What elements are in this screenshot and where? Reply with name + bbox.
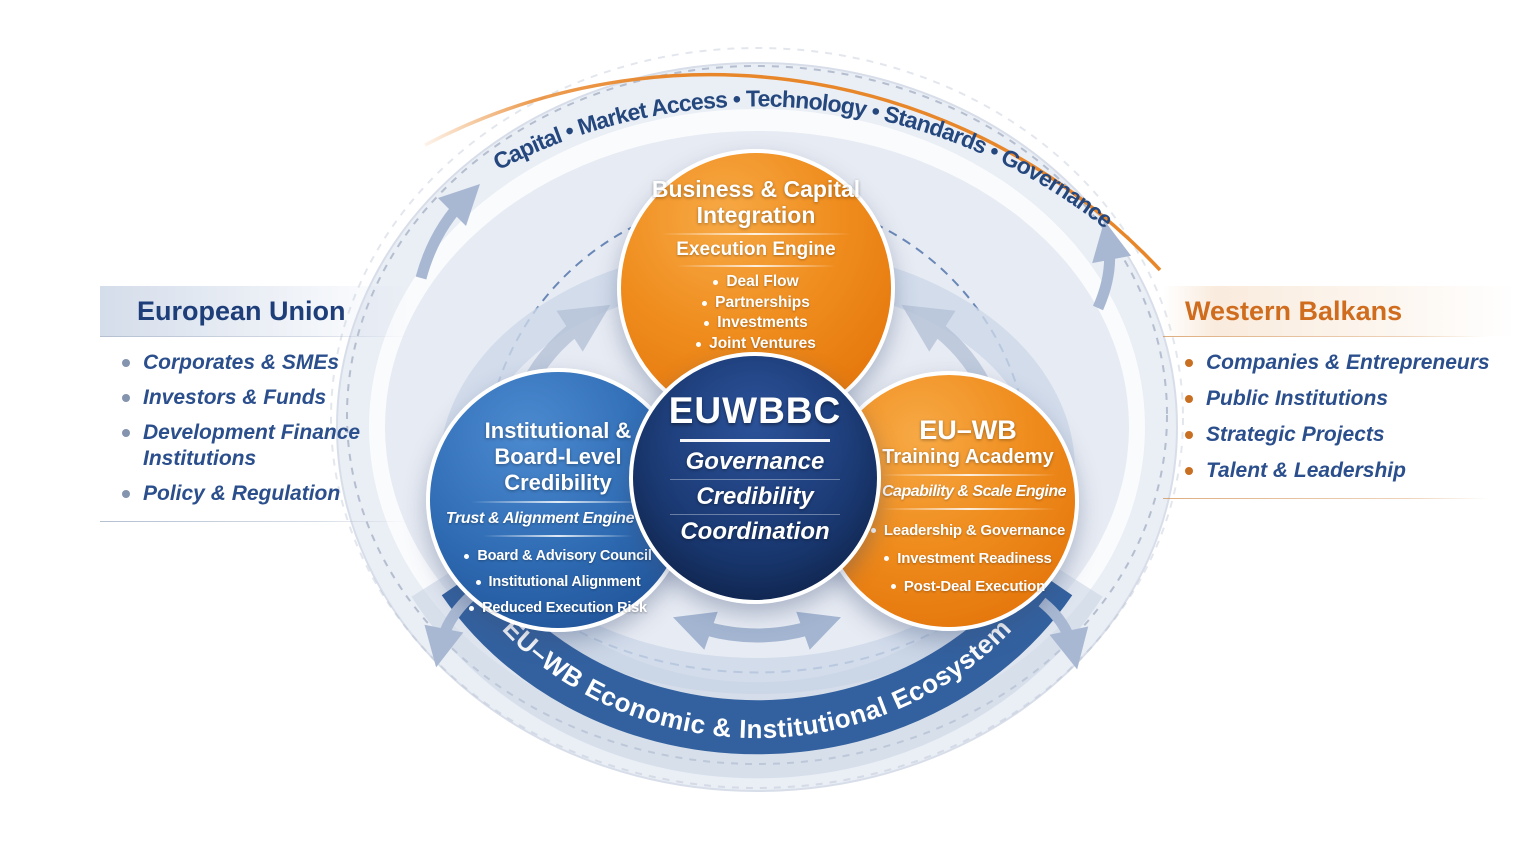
circle-engine-label: Execution Engine [676,239,836,260]
european-union-panel: European Union Corporates & SMEs Investo… [100,286,410,522]
center-line: Coordination [680,517,830,545]
bullet-item: Partnerships [621,293,891,314]
circle-bullets: Deal Flow Partnerships Investments Joint… [621,272,891,354]
bullet-dot [696,341,702,347]
circle-title-line: Integration [696,202,816,228]
list-item: Talent & Leadership [1185,458,1516,484]
ring-arrow-bottom-right [1038,597,1089,670]
bullet-dot [1185,467,1193,475]
bullet-item: Reduced Execution Risk [430,598,686,618]
bullet-item: Investment Readiness [861,548,1075,569]
ring-arrow-top-left [415,183,480,280]
exchange-arrow [672,611,842,650]
bullet-dot [475,580,481,585]
circle-title-line: Business & Capital [651,176,861,202]
bullet-dot [122,490,130,498]
western-balkans-list: Companies & Entrepreneurs Public Institu… [1163,350,1516,484]
bullet-item: Leadership & Governance [861,520,1075,541]
western-balkans-title: Western Balkans [1185,295,1403,326]
bullet-item: Post-Deal Execution [861,576,1075,597]
circle-title-line: Credibility [504,470,612,495]
list-item: Corporates & SMEs [122,350,410,376]
bullet-dot [713,280,719,285]
list-item: Public Institutions [1185,386,1516,412]
divider-line [100,521,410,522]
bullet-dot [122,429,130,437]
circle-title-line: Board-Level [494,444,622,469]
bullet-dot [870,528,876,533]
bullet-item: Board & Advisory Council [430,546,686,566]
western-balkans-panel: Western Balkans Companies & Entrepreneur… [1163,286,1516,499]
european-union-list: Corporates & SMEs Investors & Funds Deve… [100,350,410,507]
bullet-dot [890,584,896,589]
bottom-band [441,564,1073,755]
ring-arrow-right [1092,220,1132,311]
divider-line [670,513,840,515]
circle-engine-label: Trust & Alignment Engine [445,510,635,527]
circle-bullets: Leadership & Governance Investment Readi… [861,520,1075,597]
divider-line [1163,336,1516,337]
western-balkans-header: Western Balkans [1163,286,1516,336]
center-line: Governance [685,447,825,475]
circle-title-line: Training Academy [882,446,1054,468]
list-item: Policy & Regulation [122,481,410,507]
bullet-dot [702,300,708,306]
bullet-dot [122,359,130,367]
center-line: Credibility [696,482,814,510]
divider-line [880,474,1056,476]
bullet-dot [1185,395,1193,403]
divider-line [880,508,1056,510]
outer-dashed-ellipse [346,65,1168,765]
divider-line [470,501,646,503]
divider-line [1163,498,1516,499]
bullet-dot [469,606,475,611]
divider-line [676,265,836,267]
bullet-item: Deal Flow [621,272,891,293]
bullet-dot [704,321,710,326]
bullet-dot [884,556,890,561]
circle-engine-label: Capability & Scale Engine [882,483,1067,500]
divider-line [680,439,830,442]
list-item: Investors & Funds [122,385,410,411]
circle-euwbbc-center: EUWBBC Governance Credibility Coordinati… [629,352,881,604]
circle-title-line: EU–WB [919,415,1017,445]
list-item: Companies & Entrepreneurs [1185,350,1516,376]
divider-line [670,478,840,480]
list-item: Development Finance Institutions [122,420,410,472]
orange-outer-arc [424,73,1162,272]
bullet-dot [464,554,470,559]
divider-line [100,336,410,337]
divider-line [483,535,633,537]
circle-bullets: Board & Advisory Council Institutional A… [430,546,686,618]
bullet-item: Institutional Alignment [430,572,686,592]
outermost-dashed-ellipse [330,47,1184,789]
bullet-dot [1185,359,1193,367]
divider-line [661,233,851,235]
bullet-item: Joint Ventures [621,334,891,355]
european-union-header: European Union [100,286,410,336]
ring-arrow-bottom-left [424,590,476,668]
euwbbc-title: EUWBBC [668,390,842,431]
bullet-dot [1185,431,1193,439]
european-union-title: European Union [137,295,346,326]
list-item: Strategic Projects [1185,422,1516,448]
circle-institutional-credibility: Institutional & Board-Level Credibility … [426,368,690,632]
bullet-dot [122,394,130,402]
circle-title-line: Institutional & [484,418,632,443]
bullet-item: Investments [621,313,891,334]
